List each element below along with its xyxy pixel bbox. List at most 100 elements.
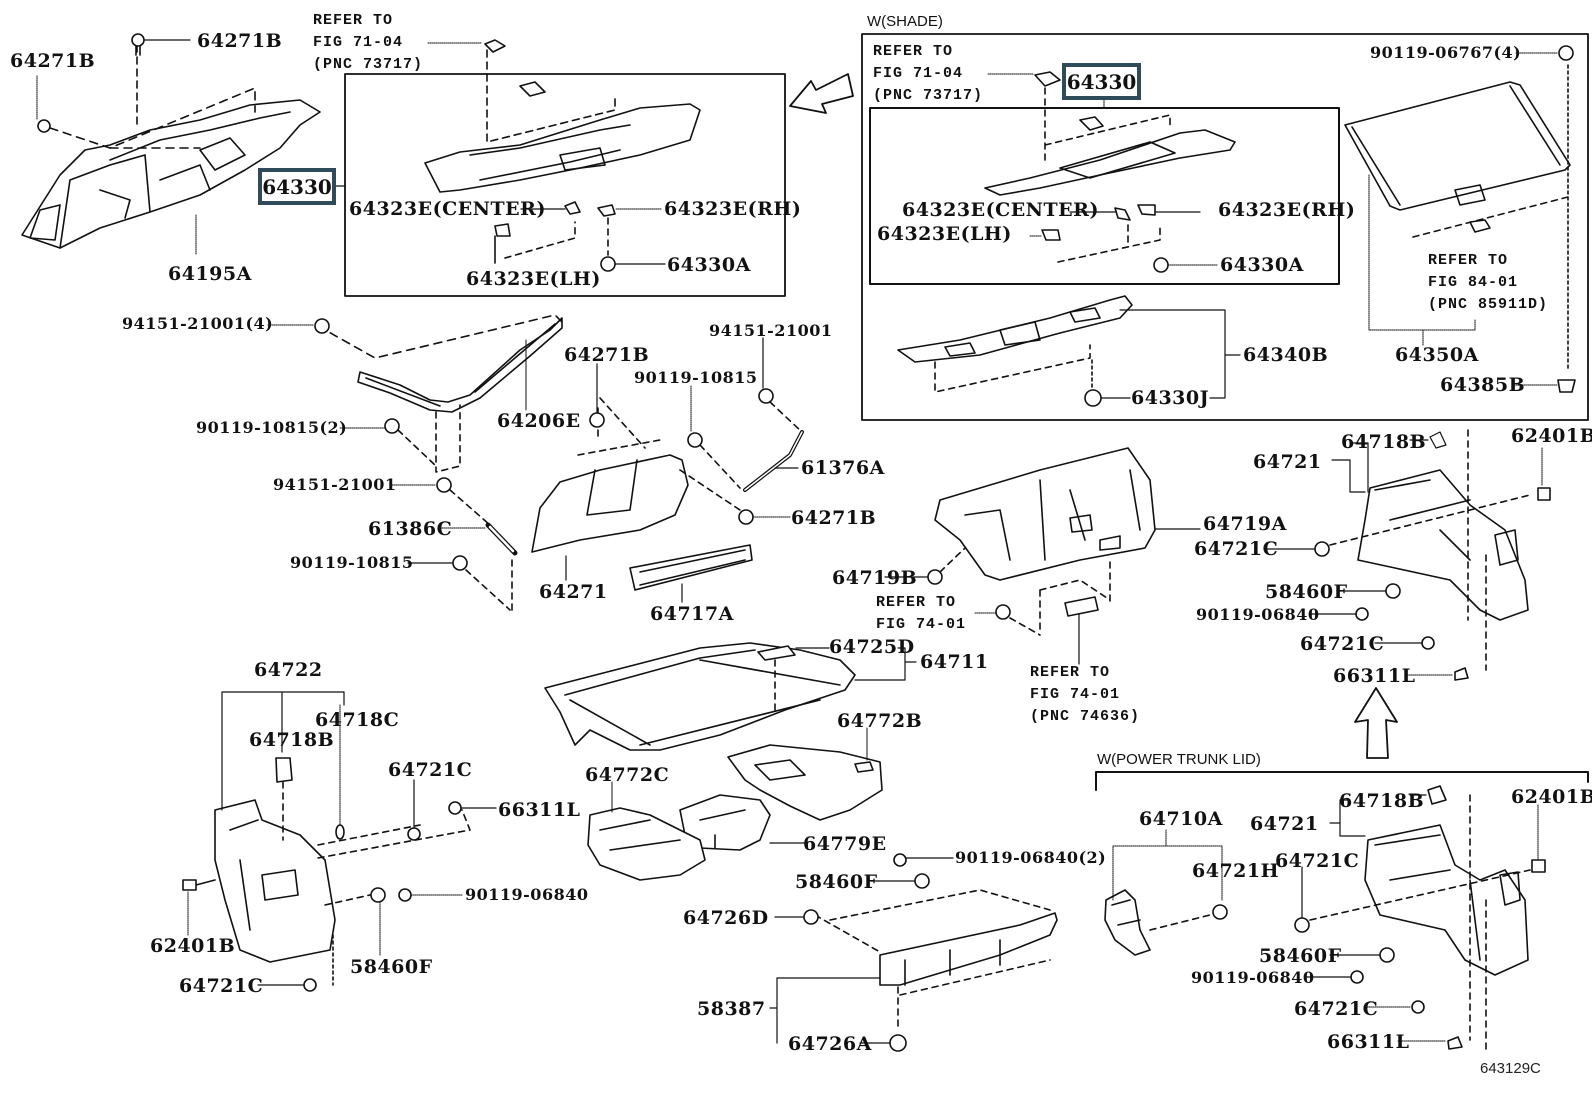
part-label-64330A[interactable]: 64330A xyxy=(667,254,751,276)
part-label-64721[interactable]: 64721 xyxy=(1250,813,1319,835)
ref-note-fig-84-01[interactable]: REFER TO FIG 84-01 (PNC 85911D) xyxy=(1428,252,1549,313)
part-label-64721C[interactable]: 64721C xyxy=(1300,633,1385,655)
ref-note-fig-74-01[interactable]: REFER TO FIG 74-01 xyxy=(876,594,967,633)
part-label-64271B[interactable]: 64271B xyxy=(564,344,650,366)
part-label-64323E-lh[interactable]: 64323E(LH) xyxy=(877,223,1012,245)
part-label-64721C[interactable]: 64721C xyxy=(1294,998,1379,1020)
part-label-58387[interactable]: 58387 xyxy=(697,998,766,1020)
clip-64726D-icon xyxy=(803,909,819,925)
highlighted-part-64330[interactable]: 64330 xyxy=(258,168,336,205)
clip-64330A-icon xyxy=(600,256,616,272)
part-label-90119-10815[interactable]: 90119-10815 xyxy=(634,368,758,387)
part-label-64350A[interactable]: 64350A xyxy=(1395,344,1479,366)
part-label-64323E-center[interactable]: 64323E(CENTER) xyxy=(902,199,1099,221)
part-label-90119-06840-2[interactable]: 90119-06840(2) xyxy=(955,848,1107,867)
part-label-64323E-lh[interactable]: 64323E(LH) xyxy=(466,268,601,290)
part-label-66311L[interactable]: 66311L xyxy=(1333,665,1416,687)
part-label-64726D[interactable]: 64726D xyxy=(683,907,769,929)
part-label-58460F[interactable]: 58460F xyxy=(1259,945,1342,967)
part-label-62401B[interactable]: 62401B xyxy=(1511,786,1592,808)
part-64710A-illustration xyxy=(1104,889,1151,956)
ref-note-fig-71-04[interactable]: REFER TO FIG 71-04 (PNC 73717) xyxy=(313,12,424,73)
part-label-90119-06840[interactable]: 90119-06840 xyxy=(465,885,589,904)
part-64206E-rail-illustration xyxy=(357,317,563,413)
shade-section-frame xyxy=(861,33,1589,421)
part-label-64330A[interactable]: 64330A xyxy=(1220,254,1304,276)
clip-64718C-icon xyxy=(335,824,345,840)
part-label-64271B[interactable]: 64271B xyxy=(791,507,877,529)
highlighted-part-64330-shade[interactable]: 64330 xyxy=(1062,63,1141,100)
part-64772C-illustration xyxy=(587,807,706,881)
part-label-64772B[interactable]: 64772B xyxy=(837,710,923,732)
part-label-64721H[interactable]: 64721H xyxy=(1192,860,1280,882)
part-label-64779E[interactable]: 64779E xyxy=(803,833,887,855)
nut-58460F-p-icon xyxy=(1379,947,1395,963)
bolt-90119-06840-r-icon xyxy=(1355,607,1369,621)
part-label-64718B[interactable]: 64718B xyxy=(249,729,335,751)
part-64340B-illustration xyxy=(897,295,1133,363)
part-label-94151-21001-4[interactable]: 94151-21001(4) xyxy=(122,314,274,333)
part-label-64717A[interactable]: 64717A xyxy=(650,603,734,625)
part-label-61376A[interactable]: 61376A xyxy=(801,457,885,479)
part-label-64718B[interactable]: 64718B xyxy=(1341,431,1427,453)
part-label-66311L[interactable]: 66311L xyxy=(1327,1031,1410,1053)
part-label-64271[interactable]: 64271 xyxy=(539,581,608,603)
ref-note-fig-74-01-pnc[interactable]: REFER TO FIG 74-01 (PNC 74636) xyxy=(1030,664,1141,725)
part-label-64721[interactable]: 64721 xyxy=(1253,451,1322,473)
nut-58460F-c-icon xyxy=(914,873,930,889)
bolt-90119-06840-2-icon xyxy=(893,853,907,867)
part-label-64323E-rh[interactable]: 64323E(RH) xyxy=(1218,199,1356,221)
part-label-64719B[interactable]: 64719B xyxy=(832,567,918,589)
part-label-66311L[interactable]: 66311L xyxy=(498,799,581,821)
part-label-64385B[interactable]: 64385B xyxy=(1440,374,1526,396)
part-label-58460F[interactable]: 58460F xyxy=(1265,581,1348,603)
part-64721-power-quarter-trim-illustration xyxy=(1364,824,1529,976)
section-title-shade: W(SHADE) xyxy=(867,13,943,30)
part-label-94151-21001[interactable]: 94151-21001 xyxy=(273,475,397,494)
part-label-61386C[interactable]: 61386C xyxy=(368,518,453,540)
part-label-64721C[interactable]: 64721C xyxy=(388,759,473,781)
part-label-62401B[interactable]: 62401B xyxy=(150,935,236,957)
part-label-64722[interactable]: 64722 xyxy=(254,659,323,681)
part-label-90119-06840[interactable]: 90119-06840 xyxy=(1196,605,1320,624)
clip-64721C-b1-icon xyxy=(407,827,421,841)
part-label-90119-06840[interactable]: 90119-06840 xyxy=(1191,968,1315,987)
part-label-64271B[interactable]: 64271B xyxy=(197,30,283,52)
part-label-64721C[interactable]: 64721C xyxy=(1275,850,1360,872)
part-label-90119-10815[interactable]: 90119-10815 xyxy=(290,553,414,572)
part-label-64719A[interactable]: 64719A xyxy=(1203,513,1287,535)
clip-64721H-icon xyxy=(1212,904,1228,920)
part-label-62401B[interactable]: 62401B xyxy=(1511,425,1592,447)
part-label-64721C[interactable]: 64721C xyxy=(1194,538,1279,560)
part-label-64718C[interactable]: 64718C xyxy=(315,709,400,731)
ref-note-fig-71-04-shade[interactable]: REFER TO FIG 71-04 (PNC 73717) xyxy=(873,43,984,104)
part-label-64330J[interactable]: 64330J xyxy=(1131,387,1210,409)
part-label-58460F[interactable]: 58460F xyxy=(350,956,433,978)
part-label-64206E[interactable]: 64206E xyxy=(497,410,581,432)
part-label-90119-10815-2[interactable]: 90119-10815(2) xyxy=(196,418,348,437)
part-label-64718B[interactable]: 64718B xyxy=(1339,790,1425,812)
power-trunk-section-bracket xyxy=(1095,771,1589,791)
part-64717A-illustration xyxy=(629,544,753,591)
screw-90119-06767-icon xyxy=(1558,45,1574,61)
bolt-90119-10815-c-icon xyxy=(687,432,703,448)
part-label-64725D[interactable]: 64725D xyxy=(829,636,915,658)
part-label-64323E-rh[interactable]: 64323E(RH) xyxy=(664,198,802,220)
part-label-64721C[interactable]: 64721C xyxy=(179,975,264,997)
part-label-64726A[interactable]: 64726A xyxy=(788,1033,872,1055)
part-label-64340B[interactable]: 64340B xyxy=(1243,344,1329,366)
part-label-64323E-center[interactable]: 64323E(CENTER) xyxy=(349,198,546,220)
part-64271-cover-illustration xyxy=(531,454,689,553)
part-label-64711[interactable]: 64711 xyxy=(920,651,989,673)
part-label-94151-21001[interactable]: 94151-21001 xyxy=(709,321,833,340)
nut-94151-21001-c-icon xyxy=(758,388,774,404)
part-label-64710A[interactable]: 64710A xyxy=(1139,808,1223,830)
part-label-64271B[interactable]: 64271B xyxy=(10,50,96,72)
part-label-58460F[interactable]: 58460F xyxy=(795,871,878,893)
clip-64330A-shade-icon xyxy=(1153,257,1169,273)
part-label-64195A[interactable]: 64195A xyxy=(168,263,252,285)
part-label-64772C[interactable]: 64772C xyxy=(585,764,670,786)
clip-66311L-b-icon xyxy=(448,801,462,815)
part-label-90119-06767[interactable]: 90119-06767(4) xyxy=(1370,43,1522,62)
